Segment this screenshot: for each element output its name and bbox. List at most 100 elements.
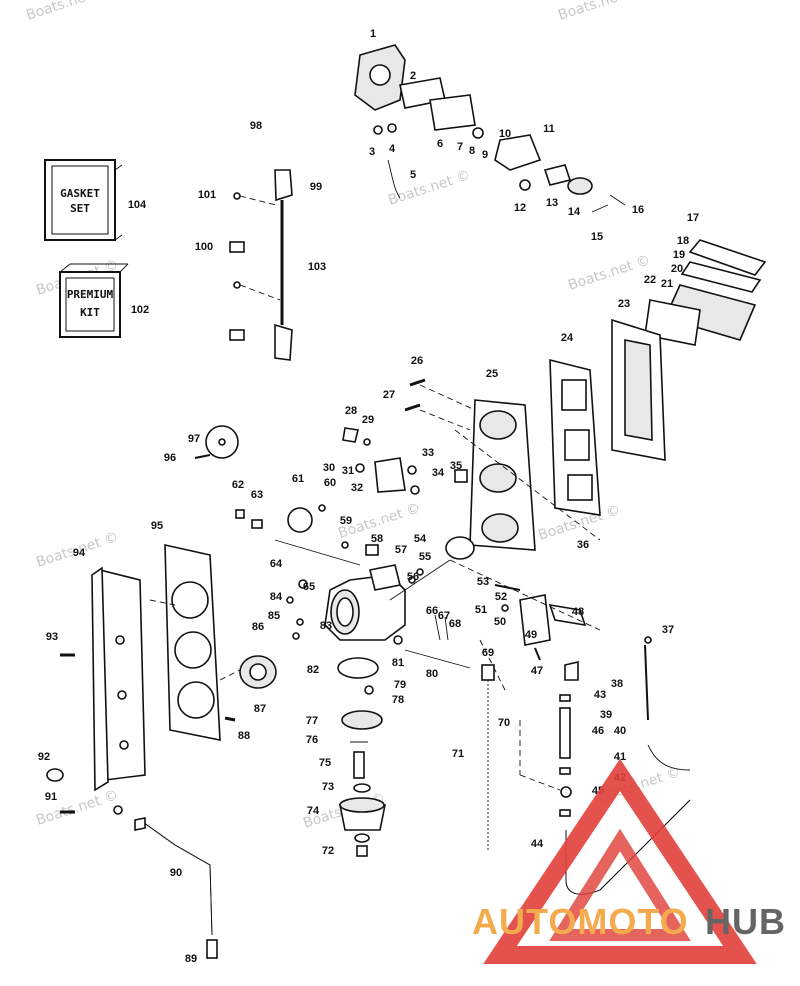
part-number-label: 25: [486, 368, 498, 380]
choke-cable: [479, 639, 506, 850]
fuel-pump-assembly: [354, 44, 626, 213]
part-number-label: 98: [250, 120, 262, 132]
part-number-label: 7: [457, 141, 463, 153]
part-number-label: 62: [232, 479, 244, 491]
part-number-label: 20: [671, 263, 683, 275]
part-number-label: 31: [342, 465, 354, 477]
watermark-text: Boats.net ©: [556, 0, 642, 24]
part-number-label: 91: [45, 791, 57, 803]
part-number-label: 29: [362, 414, 374, 426]
part-number-label: 40: [614, 725, 626, 737]
part-number-label: 59: [340, 515, 352, 527]
carburetor: [239, 539, 471, 689]
part-number-label: 21: [661, 278, 673, 290]
part-number-label: 100: [195, 241, 213, 253]
part-number-label: 76: [306, 734, 318, 746]
part-number-label: 41: [614, 751, 626, 763]
automotohub-logo: AUTOMOTO HUB: [472, 758, 786, 964]
part-number-label: 55: [419, 551, 431, 563]
logo-triangle-icon: [483, 758, 757, 964]
drain-hose: [113, 805, 218, 959]
part-number-label: 9: [482, 149, 488, 161]
premium-kit-label: PREMIUM: [67, 288, 114, 301]
part-number-label: 102: [131, 304, 149, 316]
part-number-label: 19: [673, 249, 685, 261]
premium-kit-box: PREMIUM KIT: [59, 263, 129, 338]
part-number-label: 83: [320, 620, 332, 632]
part-number-label: 32: [351, 482, 363, 494]
part-number-label: 24: [561, 332, 574, 344]
part-number-label: 18: [677, 235, 689, 247]
part-number-label: 93: [46, 631, 58, 643]
logo-text-hub: HUB: [705, 901, 786, 942]
part-number-label: 99: [310, 181, 322, 193]
part-number-label: 49: [525, 629, 537, 641]
part-number-label: 58: [371, 533, 383, 545]
premium-kit-label-2: KIT: [80, 306, 100, 319]
reed-plates: [549, 239, 767, 516]
part-number-label: 12: [514, 202, 526, 214]
part-number-label: 3: [369, 146, 375, 158]
part-number-label: 33: [422, 447, 434, 459]
part-number-label: 56: [407, 571, 419, 583]
part-number-label: 66: [426, 605, 438, 617]
part-number-label: 80: [426, 668, 438, 680]
part-number-label: 94: [73, 547, 86, 559]
part-number-label: 63: [251, 489, 263, 501]
gasket-set-box: GASKET SET: [44, 159, 123, 241]
part-number-label: 60: [324, 477, 336, 489]
part-number-label: 97: [188, 433, 200, 445]
part-number-label: 103: [308, 261, 326, 273]
part-number-label: 95: [151, 520, 163, 532]
part-number-label: 57: [395, 544, 407, 556]
part-number-label: 104: [128, 199, 147, 211]
watermark-text: Boats.net ©: [566, 252, 652, 294]
part-number-label: 87: [254, 703, 266, 715]
part-number-label: 28: [345, 405, 357, 417]
fuel-line: [519, 636, 691, 895]
gasket-set-label: GASKET: [60, 187, 100, 200]
part-number-label: 10: [499, 128, 511, 140]
part-number-label: 65: [303, 581, 315, 593]
intake-manifold: [419, 384, 601, 560]
part-number-label: 96: [164, 452, 176, 464]
part-number-label: 68: [449, 618, 461, 630]
part-number-label: 35: [450, 460, 462, 472]
part-number-label: 88: [238, 730, 250, 742]
part-number-label: 36: [577, 539, 589, 551]
part-number-label: 22: [644, 274, 656, 286]
part-number-label: 1: [370, 28, 376, 40]
part-number-label: 11: [543, 123, 555, 135]
part-number-label: 43: [594, 689, 606, 701]
part-number-label: 48: [572, 606, 584, 618]
part-number-label: 5: [410, 169, 416, 181]
part-number-label: 86: [252, 621, 264, 633]
part-number-label: 39: [600, 709, 612, 721]
throttle-linkage: [342, 378, 468, 495]
part-number-label: 4: [389, 143, 396, 155]
part-number-label: 52: [495, 591, 507, 603]
part-number-label: 61: [292, 473, 304, 485]
part-number-label: 82: [307, 664, 319, 676]
part-number-label: 67: [438, 610, 450, 622]
part-number-label: 101: [198, 189, 216, 201]
watermark-text: Boats.net ©: [386, 167, 472, 209]
part-number-label: 75: [319, 757, 331, 769]
part-number-label: 26: [411, 355, 423, 367]
logo-text-automoto: AUTOMOTO: [472, 901, 689, 942]
part-number-label: 73: [322, 781, 334, 793]
part-number-label: 72: [322, 845, 334, 857]
part-number-label: 79: [394, 679, 406, 691]
part-number-label: 47: [531, 665, 543, 677]
part-number-label: 6: [437, 138, 443, 150]
part-number-label: 53: [477, 576, 489, 588]
part-number-label: 71: [452, 748, 464, 760]
part-number-label: 14: [568, 206, 581, 218]
part-number-label: 78: [392, 694, 404, 706]
watermark-text: Boats.net ©: [24, 0, 110, 24]
part-number-label: 81: [392, 657, 404, 669]
solenoid-bracket: [449, 559, 601, 661]
part-number-label: 77: [306, 715, 318, 727]
part-number-label: 84: [270, 591, 283, 603]
